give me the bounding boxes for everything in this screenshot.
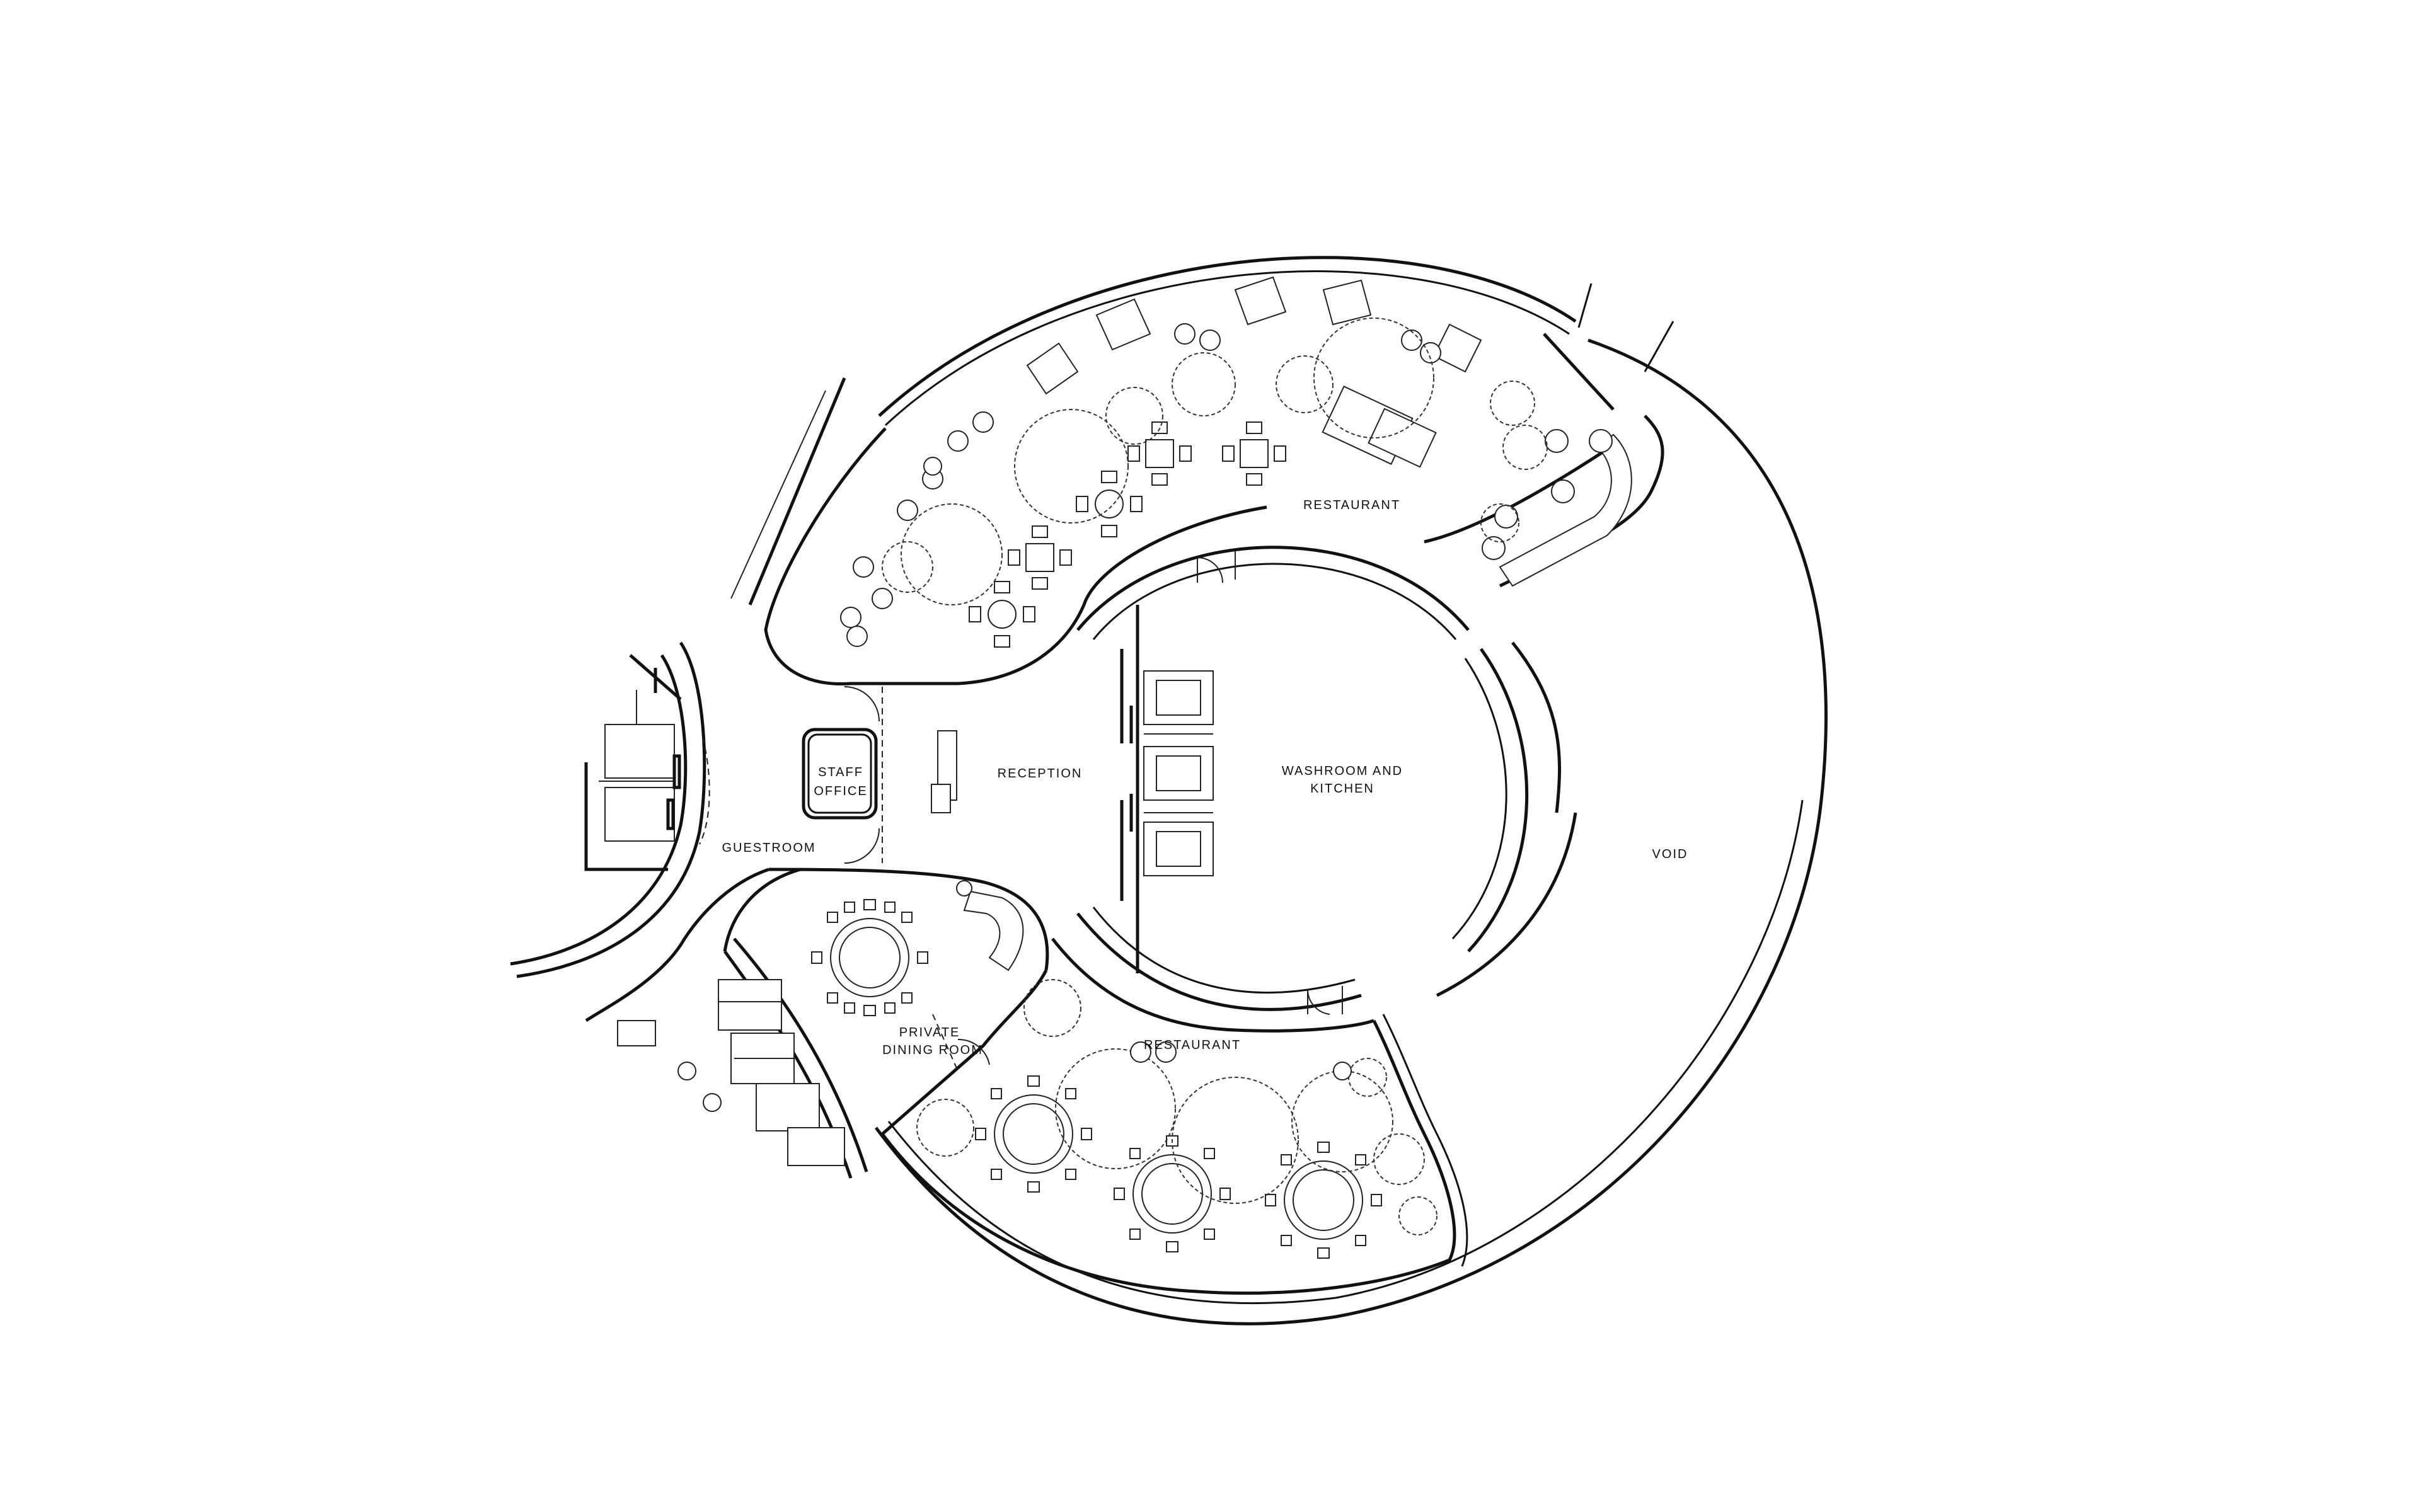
south-table-3 <box>1265 1142 1382 1259</box>
label-washroom-1: WASHROOM AND <box>1282 764 1403 778</box>
south-table-1 <box>975 1075 1092 1193</box>
label-guestroom: GUESTROOM <box>722 841 815 855</box>
guestroom-wing <box>510 641 710 978</box>
label-restaurant-north: RESTAURANT <box>1303 498 1400 512</box>
label-private-dining-2: DINING ROOM <box>882 1043 983 1057</box>
label-private-dining-1: PRIVATE <box>899 1026 960 1040</box>
north-furniture <box>840 276 1632 648</box>
reception-area <box>802 649 1133 901</box>
label-staff-office-1: STAFF <box>818 765 863 779</box>
label-reception: RECEPTION <box>998 767 1083 781</box>
label-restaurant-south: RESTAURANT <box>1144 1038 1241 1052</box>
label-washroom-2: KITCHEN <box>1310 782 1374 796</box>
south-wing <box>881 937 1468 1295</box>
south-table-2 <box>1114 1135 1231 1252</box>
outer-shell <box>874 256 1828 1326</box>
southwest-corridor <box>585 868 868 1179</box>
central-core <box>1076 546 1577 1015</box>
private-dining-table <box>811 899 928 1016</box>
label-staff-office-2: OFFICE <box>814 784 867 798</box>
private-dining <box>768 868 1049 1135</box>
room-labels: RESTAURANT RESTAURANT RECEPTION STAFF OF… <box>722 498 1688 1057</box>
label-void: VOID <box>1652 847 1688 861</box>
